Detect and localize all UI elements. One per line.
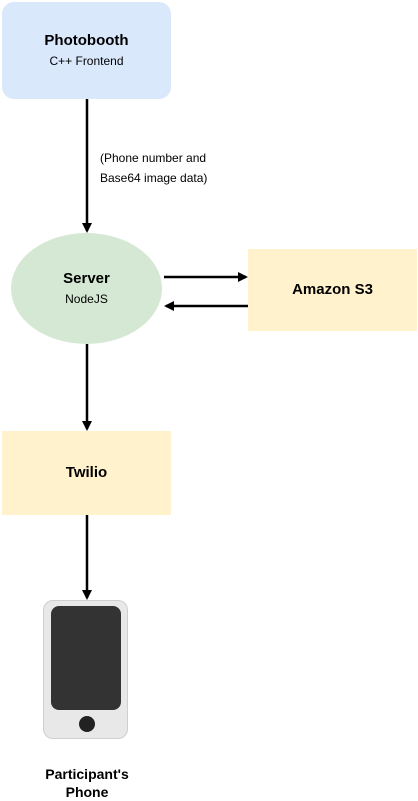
amazon-s3-title: Amazon S3 <box>292 281 373 298</box>
edge-label-line2: Base64 image data) <box>100 171 208 185</box>
phone-label-line2: Phone <box>65 784 109 800</box>
server-node: Server NodeJS <box>11 233 162 344</box>
twilio-node: Twilio <box>2 431 171 515</box>
edge-label-photobooth-server: (Phone number and Base64 image data) <box>100 148 207 188</box>
photobooth-title: Photobooth <box>44 32 129 49</box>
server-title: Server <box>63 270 110 287</box>
phone-label: Participant's Phone <box>0 765 174 801</box>
photobooth-node: Photobooth C++ Frontend <box>2 2 171 99</box>
photobooth-subtitle: C++ Frontend <box>49 54 124 68</box>
edge-label-line1: (Phone number and <box>100 151 207 165</box>
server-subtitle: NodeJS <box>65 292 108 306</box>
phone-label-line1: Participant's <box>45 766 129 782</box>
amazon-s3-node: Amazon S3 <box>248 249 417 331</box>
twilio-title: Twilio <box>65 464 108 481</box>
phone-screen <box>51 606 121 710</box>
phone-home-button <box>79 716 95 732</box>
